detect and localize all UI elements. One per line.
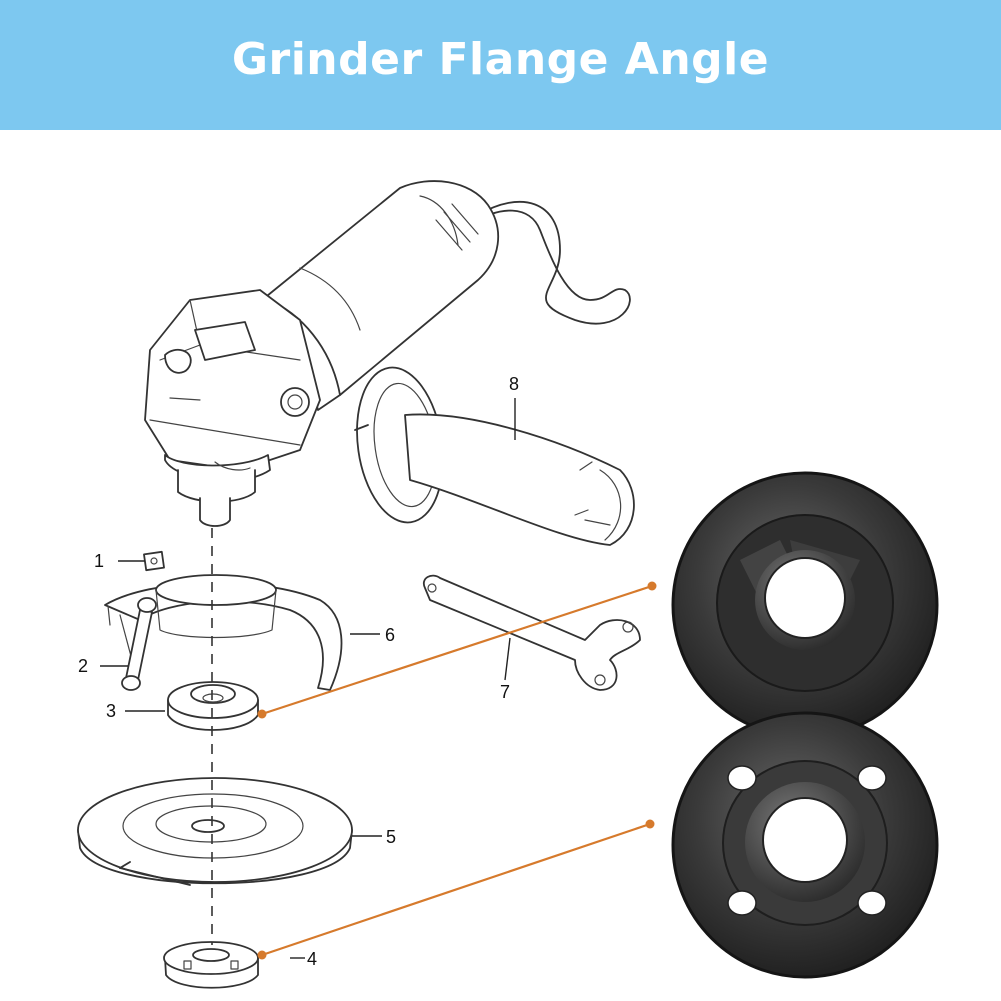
side-handle [354, 366, 635, 546]
callout-leaders [100, 398, 516, 959]
callout-5: 5 [386, 827, 396, 847]
callout-6: 6 [385, 625, 395, 645]
grinding-disc [77, 777, 353, 886]
callout-3: 3 [106, 701, 116, 721]
callout-8: 8 [509, 374, 519, 394]
nut-hole [857, 765, 887, 791]
callout-2: 2 [78, 656, 88, 676]
inner-flange-drawing [167, 681, 259, 731]
inner-flange-photo [671, 471, 939, 739]
lock-nut-drawing [163, 941, 259, 989]
nut-hole [857, 890, 887, 916]
nut-hole [727, 890, 757, 916]
callout-7: 7 [500, 682, 510, 702]
banner-title: Grinder Flange Angle [231, 33, 770, 85]
callout-4: 4 [307, 949, 317, 969]
lock-nut-photo [671, 711, 939, 979]
nut-hole [727, 765, 757, 791]
spanner-wrench [422, 574, 641, 691]
title-banner: Grinder Flange Angle [0, 0, 1001, 130]
wheel-guard [104, 550, 343, 691]
photo-leaders [257, 581, 657, 960]
callout-1: 1 [94, 551, 104, 571]
angle-grinder [144, 180, 631, 527]
